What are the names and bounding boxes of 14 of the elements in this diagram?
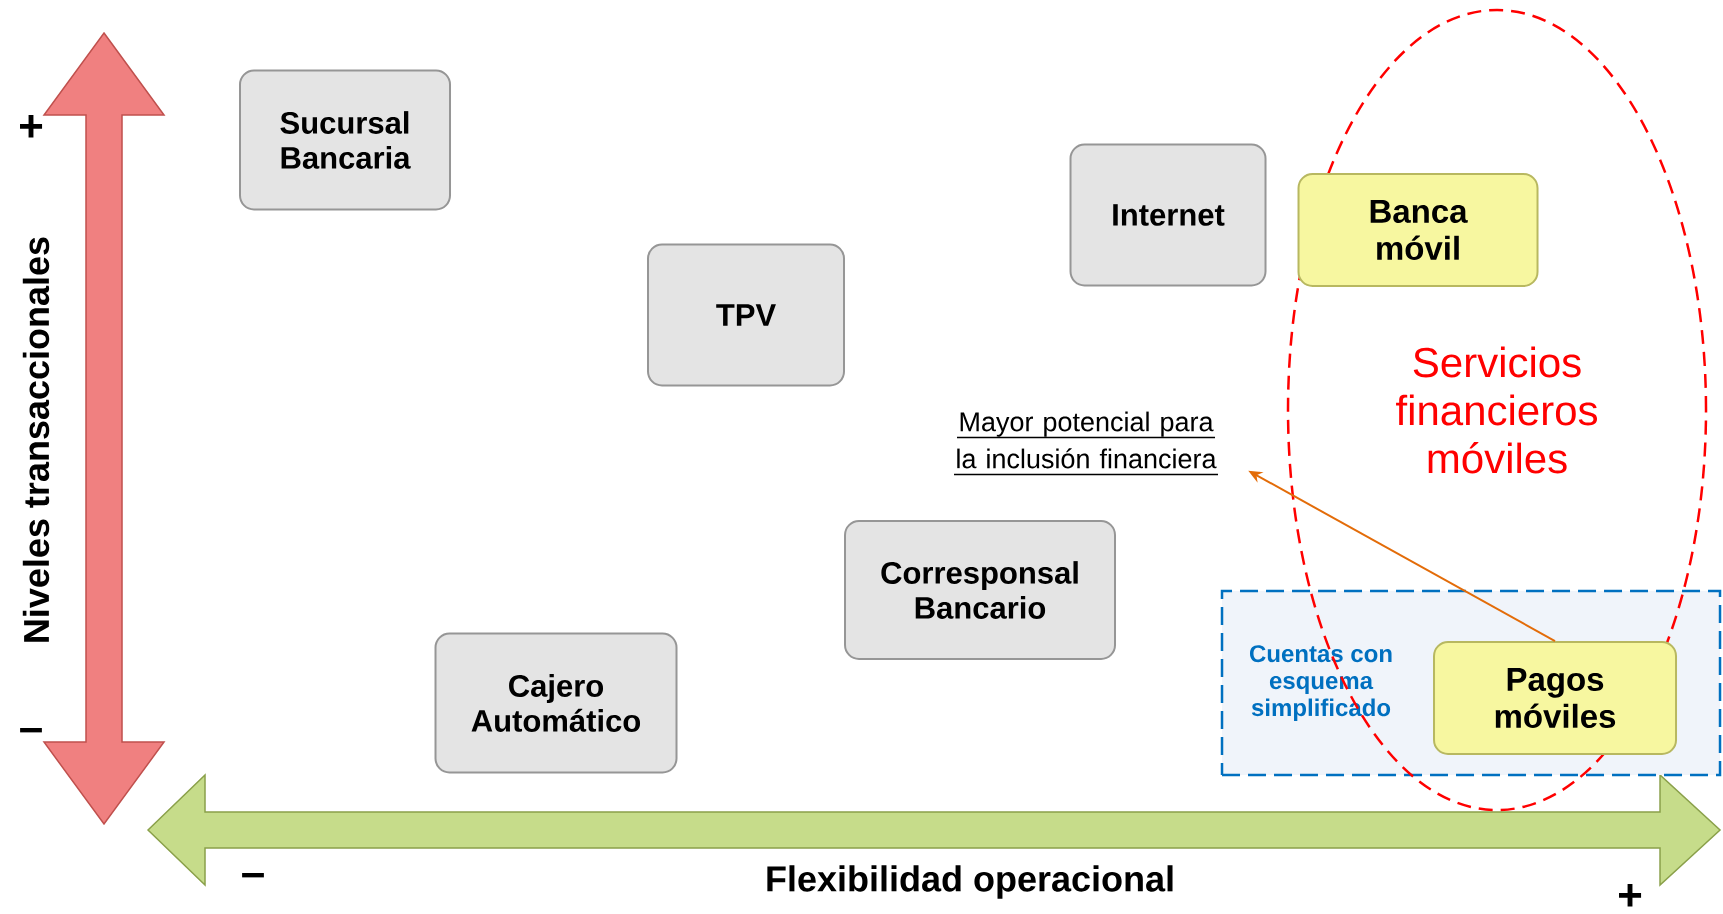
axis-sign: +: [1619, 884, 1642, 907]
axis-sign: +: [20, 115, 43, 138]
axis-title: Niveles transaccionales: [22, 237, 50, 642]
channel-box: Banca móvil: [1297, 173, 1539, 287]
channel-box: Internet: [1069, 143, 1267, 287]
axis-sign: –: [20, 728, 42, 733]
channel-box: Corresponsal Bancario: [844, 520, 1116, 660]
channel-box: Sucursal Bancaria: [239, 69, 451, 211]
axis-title: Flexibilidad operacional: [767, 865, 1173, 899]
channel-box: Pagos móviles: [1433, 641, 1677, 755]
channel-box: TPV: [647, 243, 845, 387]
channel-box: Cajero Automático: [434, 632, 678, 774]
note-text: Mayor potencial para la inclusión financiera: [957, 411, 1217, 469]
axis-sign: –: [242, 873, 264, 878]
